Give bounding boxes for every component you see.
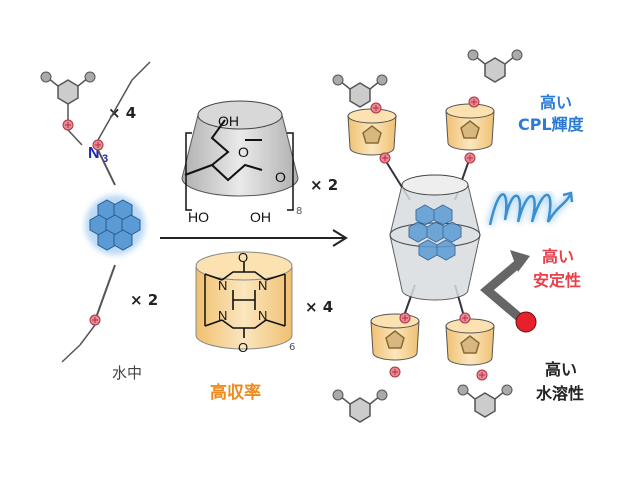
cpl-emission-spiral	[486, 190, 574, 226]
ho-label: HO	[188, 209, 209, 225]
azide-multiplier: × 4	[108, 104, 136, 122]
n-label: N	[258, 308, 267, 323]
link-o-label: O	[275, 169, 286, 185]
stability-arrow	[480, 250, 537, 333]
reaction-arrow	[160, 229, 348, 247]
cucurbituril-structure: O O N N N N 6 × 4	[195, 250, 333, 355]
cpl-label-line2: CPL輝度	[518, 115, 585, 134]
phenyl-azide-reagent: N 3 × 4	[40, 71, 136, 165]
cd-repeat-count: 8	[296, 206, 302, 217]
n-label: N	[218, 308, 227, 323]
stability-label-line1: 高い	[542, 247, 574, 266]
n-label: N	[218, 278, 227, 293]
azide-subscript: 3	[102, 153, 108, 165]
azide-label: N	[88, 145, 100, 162]
cd-multiplier: × 2	[310, 176, 338, 194]
solvent-label: 水中	[112, 364, 142, 382]
ring-o-label: O	[238, 144, 249, 160]
stability-label-line2: 安定性	[533, 271, 581, 290]
n-label: N	[258, 278, 267, 293]
pyrene-multiplier: × 2	[130, 291, 158, 309]
cb-repeat-count: 6	[289, 342, 295, 353]
oh-right-label: OH	[250, 209, 271, 225]
yield-label: 高収率	[210, 382, 261, 403]
cyclodextrin-structure: OH O O HO OH 8 × 2	[181, 100, 338, 225]
carbonyl-o-top: O	[238, 250, 248, 265]
pyrene-dialkyne-reagent: × 2	[61, 61, 158, 363]
solubility-label-line1: 高い	[545, 360, 577, 379]
oh-top-label: OH	[218, 113, 239, 129]
solubility-label-line2: 水溶性	[536, 384, 584, 403]
rotaxane-product	[332, 49, 523, 423]
cpl-label-line1: 高い	[540, 93, 572, 112]
cb-multiplier: × 4	[305, 298, 333, 316]
carbonyl-o-bottom: O	[238, 340, 248, 355]
